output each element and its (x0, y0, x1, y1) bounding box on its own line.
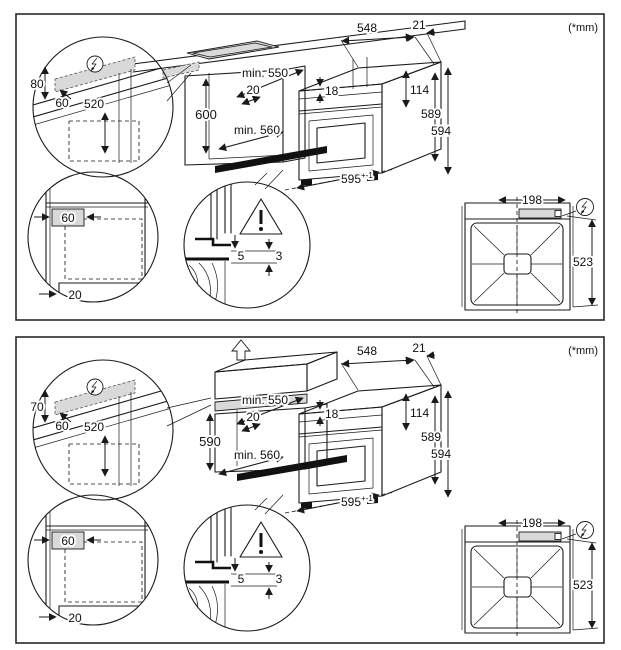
dim-connection-offset: 80 (30, 77, 44, 91)
front-clearance-detail: 5 3 (183, 181, 311, 309)
oven-rear-view: 198 523 (461, 514, 599, 637)
dim-rear-height: 523 (573, 255, 593, 269)
dim-oven-body-height: 589 (421, 107, 441, 121)
dim-rear-offset: 198 (522, 516, 542, 530)
lightning-icon (561, 198, 594, 217)
dim-rear-height: 523 (573, 578, 593, 592)
dim-niche-depth: min. 550 (242, 66, 288, 80)
dim-plinth-recess: 20 (68, 611, 82, 625)
side-clearance-detail: 60 20 (27, 171, 159, 304)
dim-niche-height: 590 (199, 434, 221, 449)
niche-dimensions: 590 min. 550 20 min. 560 (166, 391, 304, 515)
warning-icon (239, 198, 283, 235)
dim-clearance-top: 5 (238, 572, 245, 586)
panel-column-installation: (*mm) 590 min. 550 20 min. 560 (15, 336, 605, 644)
lightning-icon (86, 55, 104, 73)
dim-connection-depth: 520 (84, 420, 104, 434)
panel-under-counter-installation: (*mm) 600 min. 550 20 min. 560 (15, 13, 605, 321)
dim-oven-width: 595+-1 (341, 494, 373, 509)
dim-niche-width: min. 560 (234, 448, 280, 462)
dim-clearance-bottom: 3 (276, 572, 283, 586)
dim-side-inset: 60 (61, 211, 75, 225)
dim-oven-rear-offset: 21 (412, 18, 426, 32)
hob-cutout (186, 40, 280, 60)
oven-dimensions: 548 21 18 114 589 594 595+-1 (284, 16, 453, 191)
dim-rear-offset: 198 (522, 193, 542, 207)
dim-oven-width: 595+-1 (341, 171, 373, 186)
lightning-icon (86, 378, 104, 396)
dim-oven-total-height: 594 (431, 447, 451, 461)
dim-oven-top-depth: 548 (357, 344, 377, 358)
front-clearance-detail: 5 3 (183, 504, 311, 632)
dim-niche-height: 600 (195, 107, 217, 122)
dim-clearance-bottom: 3 (276, 249, 283, 263)
dim-niche-rear-gap: 20 (246, 83, 260, 97)
dim-connection-inset: 60 (55, 96, 69, 110)
oven-3d-view (298, 384, 442, 509)
dim-oven-trim: 18 (325, 84, 339, 98)
dim-oven-top-depth: 548 (357, 21, 377, 35)
electrical-connection-detail: 80 60 520 (28, 36, 174, 178)
dim-niche-rear-gap: 20 (246, 410, 260, 424)
dim-connection-inset: 60 (55, 419, 69, 433)
dim-oven-body-height: 589 (421, 430, 441, 444)
dim-oven-front-height: 114 (410, 83, 429, 97)
lightning-icon (561, 521, 594, 540)
dim-niche-width: min. 560 (234, 123, 280, 137)
niche-dimensions: 600 min. 550 20 min. 560 (166, 64, 304, 190)
dim-connection-depth: 520 (84, 97, 104, 111)
oven-rear-view: 198 523 (461, 191, 599, 314)
dim-oven-front-height: 114 (410, 406, 429, 420)
dim-niche-depth: min. 550 (242, 393, 288, 407)
dim-connection-offset: 70 (30, 400, 44, 414)
units-label: (*mm) (568, 345, 598, 357)
dim-oven-trim: 18 (325, 407, 339, 421)
dim-clearance-top: 5 (238, 249, 245, 263)
dim-side-inset: 60 (61, 534, 75, 548)
oven-3d-view (298, 61, 442, 186)
units-label: (*mm) (568, 22, 598, 34)
dim-oven-total-height: 594 (431, 124, 451, 138)
up-arrow-icon (231, 339, 251, 361)
warning-icon (239, 521, 283, 558)
electrical-connection-detail: 70 60 520 (28, 359, 174, 501)
oven-dimensions: 548 21 18 114 589 594 595+-1 (284, 339, 453, 514)
side-clearance-detail: 60 20 (27, 494, 159, 627)
dim-oven-rear-offset: 21 (412, 341, 426, 355)
dim-plinth-recess: 20 (68, 288, 82, 302)
